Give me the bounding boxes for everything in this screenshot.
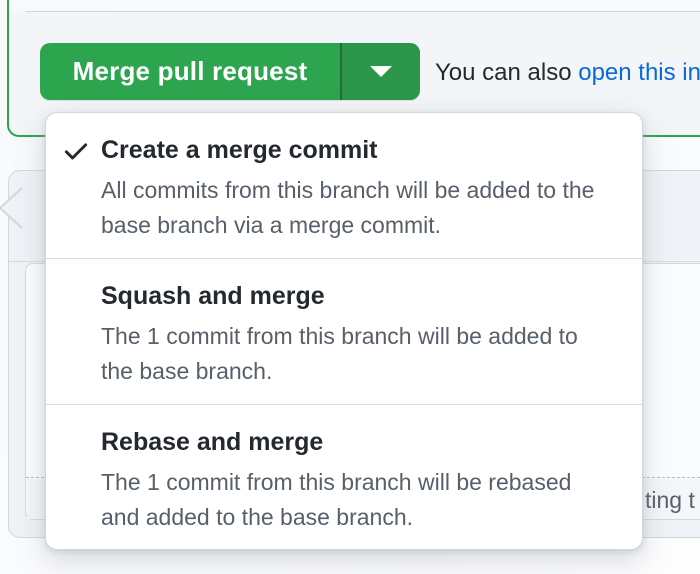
- description-line: The 1 commit from this branch will be re…: [101, 469, 572, 495]
- merge-split-button: Merge pull request: [40, 43, 420, 100]
- menu-item-description: The 1 commit from this branch will be re…: [101, 465, 618, 535]
- merge-status-box-top-border: [25, 11, 700, 12]
- menu-item-create-merge-commit[interactable]: Create a merge commit All commits from t…: [46, 113, 642, 259]
- description-line: The 1 commit from this branch will be ad…: [101, 323, 578, 349]
- aside-prefix: You can also: [435, 59, 579, 86]
- description-line: the base branch.: [101, 358, 273, 384]
- open-this-in-link[interactable]: open this in: [578, 59, 700, 86]
- merge-pull-request-button[interactable]: Merge pull request: [72, 56, 308, 86]
- triangle-down-icon: [370, 66, 392, 77]
- description-line: and added to the base branch.: [101, 504, 414, 530]
- description-line: base branch via a merge commit.: [101, 212, 442, 238]
- comment-bubble-caret-icon: [0, 187, 23, 229]
- merge-aside-text: You can also open this in: [435, 59, 700, 87]
- menu-item-title: Squash and merge: [101, 282, 325, 310]
- attach-files-text-fragment: ting t: [645, 487, 695, 513]
- description-line: All commits from this branch will be add…: [101, 177, 595, 203]
- menu-item-title: Rebase and merge: [101, 428, 324, 456]
- menu-item-rebase-and-merge[interactable]: Rebase and merge The 1 commit from this …: [46, 405, 642, 549]
- menu-item-description: The 1 commit from this branch will be ad…: [101, 319, 618, 389]
- menu-item-title: Create a merge commit: [101, 136, 378, 164]
- menu-item-description: All commits from this branch will be add…: [101, 173, 618, 243]
- menu-item-squash-and-merge[interactable]: Squash and merge The 1 commit from this …: [46, 259, 642, 405]
- check-icon: [64, 143, 88, 160]
- merge-options-toggle[interactable]: [340, 43, 420, 100]
- merge-options-dropdown: Create a merge commit All commits from t…: [45, 112, 643, 550]
